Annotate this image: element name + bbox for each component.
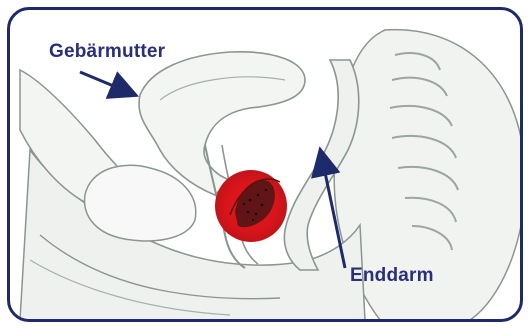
rectum-label: Enddarm — [350, 265, 434, 287]
uterus-arrow — [80, 72, 128, 92]
uterus-label: Gebärmutter — [49, 41, 165, 63]
bladder — [85, 165, 196, 241]
anatomy-drawing — [20, 30, 525, 320]
